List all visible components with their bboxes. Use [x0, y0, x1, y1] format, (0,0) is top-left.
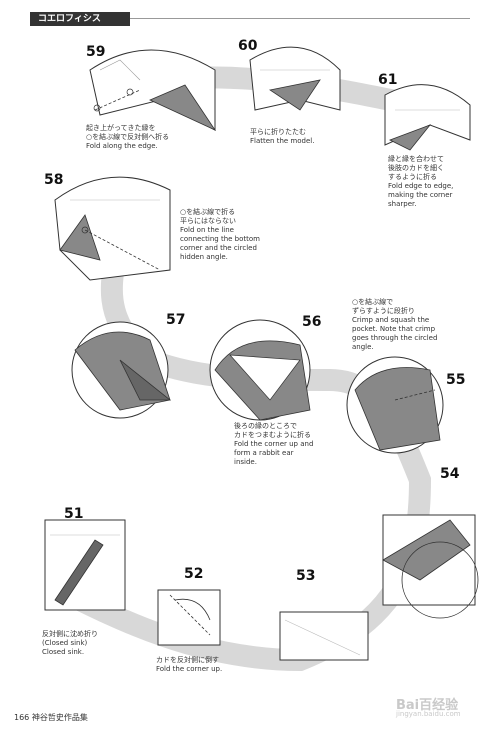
- step-caption: 縁と縁を合わせて 後肢のカドを細く するように折る Fold edge to e…: [388, 155, 454, 208]
- step-number: 53: [296, 568, 316, 584]
- step-number: 57: [166, 312, 186, 328]
- step-number: 60: [238, 38, 258, 54]
- step-58-figure: [54, 176, 171, 281]
- step-56-figure: [209, 319, 311, 421]
- step-number: 59: [86, 44, 106, 60]
- step-54-figure: [382, 514, 479, 619]
- step-57-figure: [71, 321, 172, 419]
- step-caption: 平らに折りたたむ Flatten the model.: [250, 128, 315, 145]
- header-rule: [130, 18, 470, 19]
- step-number: 52: [184, 566, 204, 582]
- step-51-figure: [44, 519, 126, 611]
- step-caption: 起き上がってきた縁を ○を結ぶ線で反対側へ折る Fold along the e…: [86, 124, 170, 150]
- step-caption: カドを反対側に倒す Fold the corner up.: [156, 656, 223, 673]
- step-52-figure: [157, 589, 221, 646]
- step-caption: 後ろの縁のところで カドをつまむように折る Fold the corner up…: [234, 422, 314, 466]
- step-60-figure: [249, 46, 341, 111]
- step-number: 51: [64, 506, 84, 522]
- step-number: 55: [446, 372, 466, 388]
- step-55-figure: [346, 356, 444, 454]
- baidu-watermark-url: jingyan.baidu.com: [396, 710, 461, 718]
- step-caption: ○を結ぶ線で折る 平らにはならない Fold on the line conne…: [180, 208, 260, 261]
- step-61-figure: [384, 84, 471, 151]
- baidu-watermark-logo: Bai百经验: [396, 698, 459, 713]
- step-53-figure: [279, 611, 369, 661]
- step-59-figure: [89, 49, 217, 131]
- chapter-header: コエロフィシス: [30, 12, 130, 26]
- step-number: 56: [302, 314, 322, 330]
- book-title: 神谷哲史作品集: [31, 713, 88, 722]
- page-footer: 166 神谷哲史作品集: [14, 712, 88, 723]
- step-number: 58: [44, 172, 64, 188]
- step-number: 54: [440, 466, 460, 482]
- step-caption: 反対側に沈め折り (Closed sink) Closed sink.: [42, 630, 98, 656]
- page-number: 166: [14, 713, 30, 722]
- step-caption: ○を結ぶ線で ずらすように段折り Crimp and squash the po…: [352, 298, 438, 351]
- step-number: 61: [378, 72, 398, 88]
